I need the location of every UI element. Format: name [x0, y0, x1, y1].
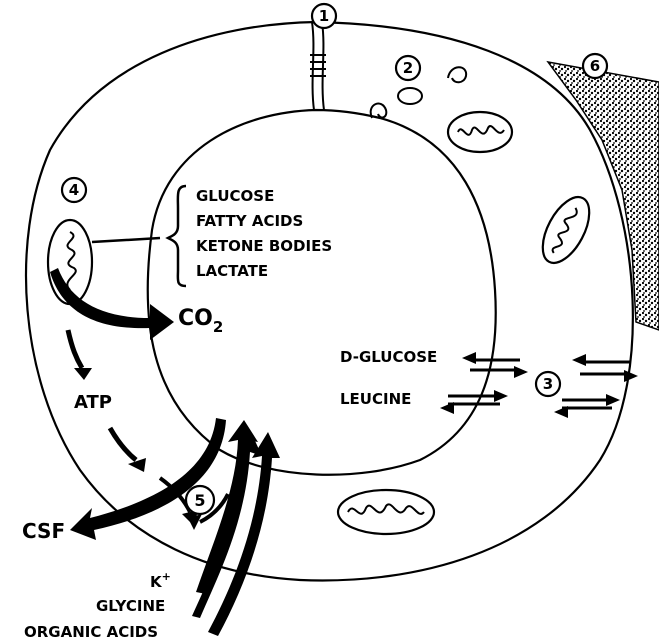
marker-4: 4	[62, 178, 86, 202]
svg-text:2: 2	[403, 59, 413, 77]
leucine-label: LEUCINE	[340, 390, 411, 408]
marker-5: 5	[186, 486, 214, 514]
atp-to-pump-arrow	[110, 428, 136, 460]
substrate-fatty-acids: FATTY ACIDS	[196, 212, 303, 230]
substrate-brace	[168, 186, 186, 286]
atp-arrowhead	[74, 368, 92, 380]
transporter-inner-glucose	[462, 352, 528, 378]
svg-text:1: 1	[319, 7, 329, 25]
transporter-outer-glucose	[572, 354, 638, 382]
k-ion-label: K+	[150, 570, 171, 591]
mitochondrion-right	[533, 190, 599, 270]
substrate-ketone-bodies: KETONE BODIES	[196, 237, 332, 255]
tight-junction	[310, 22, 326, 110]
glycine-label: GLYCINE	[96, 597, 165, 615]
transporter-outer-leucine	[554, 394, 620, 418]
marker-2: 2	[396, 56, 420, 80]
mitochondrion-bottom	[338, 490, 434, 534]
atp-arrow	[68, 330, 82, 368]
substrate-lactate: LACTATE	[196, 262, 268, 280]
substrate-glucose: GLUCOSE	[196, 187, 274, 205]
outer-membrane	[26, 22, 633, 580]
svg-text:5: 5	[194, 491, 205, 510]
marker-1: 1	[312, 4, 336, 28]
mitochondrion-upper	[448, 112, 512, 152]
inner-membrane	[148, 110, 496, 475]
organic-acids-label: ORGANIC ACIDS	[24, 623, 158, 641]
marker-3: 3	[536, 372, 560, 396]
co2-label: CO2	[178, 306, 223, 336]
basement-membrane	[548, 62, 659, 330]
svg-text:6: 6	[590, 57, 600, 75]
marker-6: 6	[583, 54, 607, 78]
atp-label: ATP	[74, 392, 112, 413]
atp-to-pump-arrowhead	[128, 458, 146, 472]
svg-text:3: 3	[543, 375, 553, 393]
csf-label: CSF	[22, 519, 65, 543]
svg-text:4: 4	[69, 181, 79, 199]
d-glucose-label: D-GLUCOSE	[340, 348, 437, 366]
